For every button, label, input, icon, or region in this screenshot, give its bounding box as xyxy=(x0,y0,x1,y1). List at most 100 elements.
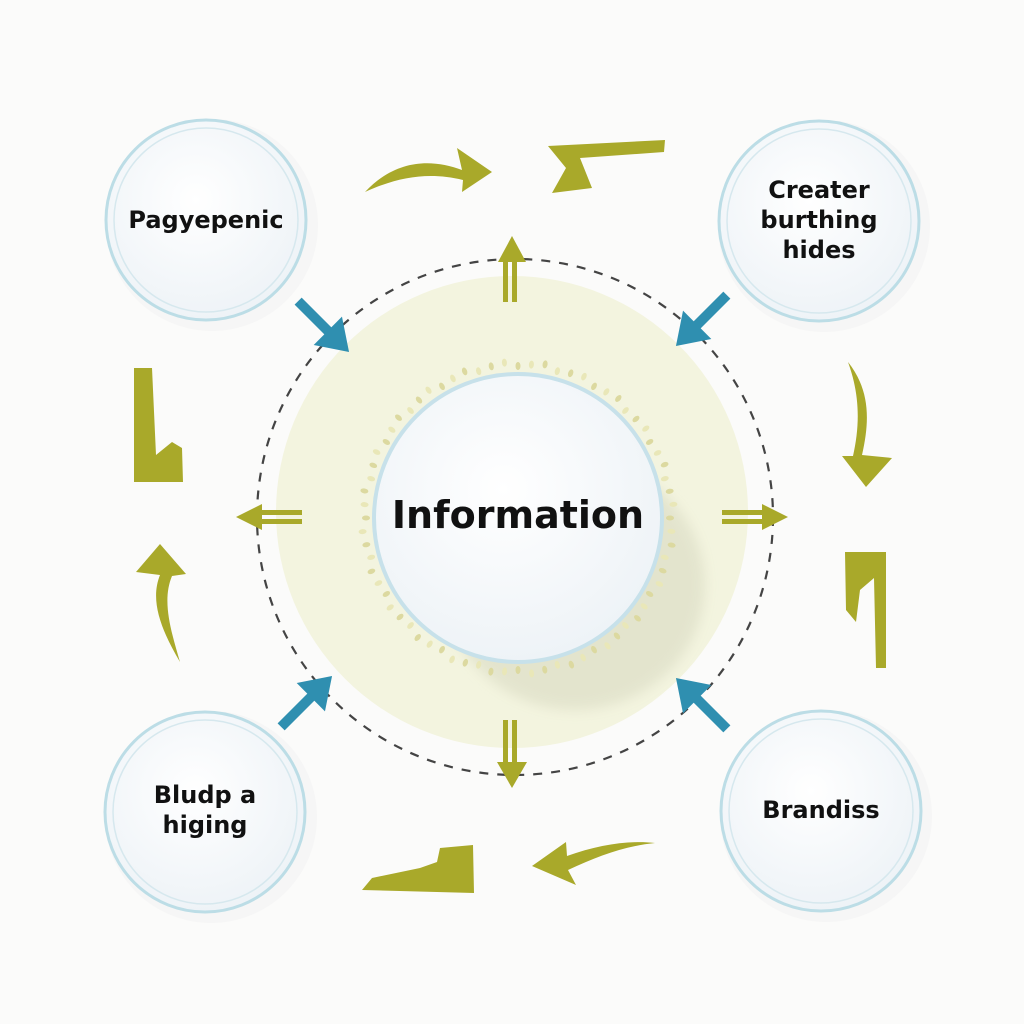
curved-arrow-left-lower xyxy=(136,544,186,662)
frill-dot xyxy=(660,476,669,482)
frill-dot xyxy=(542,360,548,369)
frill-dot xyxy=(439,645,445,654)
frill-dot xyxy=(542,665,548,674)
frill-dot xyxy=(449,655,455,664)
node-line: hides xyxy=(782,236,856,264)
frill-dot xyxy=(425,386,432,394)
node-line: Bludp a xyxy=(153,781,257,809)
frill-dot xyxy=(580,653,586,662)
frill-dot xyxy=(645,591,654,597)
frill-dot xyxy=(568,660,575,669)
frill-dot xyxy=(396,613,404,621)
curved-arrow-left-upper xyxy=(134,368,183,482)
teal-arrow-top-right xyxy=(675,291,731,347)
node-label-top-left: Pagyepenic xyxy=(116,160,296,280)
frill-dot xyxy=(367,568,376,575)
frill-dot xyxy=(622,407,629,414)
frill-dot xyxy=(386,604,394,611)
frill-dot xyxy=(374,580,383,586)
axis-arrow-down xyxy=(497,720,527,788)
teal-arrow-bottom-left xyxy=(277,675,333,731)
node-line: higing xyxy=(162,811,248,839)
axis-arrow-left xyxy=(236,504,302,530)
frill-dot xyxy=(581,372,587,381)
frill-dot xyxy=(360,488,369,494)
node-circle-bottom-right xyxy=(719,709,932,922)
frill-dot xyxy=(603,388,610,396)
frill-dot xyxy=(660,554,669,560)
frill-dot xyxy=(414,634,421,641)
frill-dot xyxy=(666,515,674,521)
curved-arrow-bottom-left xyxy=(362,845,474,893)
frill-dot xyxy=(613,632,621,640)
node-circle-bottom-left xyxy=(103,710,317,923)
frill-dot xyxy=(488,362,494,371)
frill-dot xyxy=(669,501,678,507)
node-circle-top-right xyxy=(717,119,930,332)
frill-dot xyxy=(362,542,371,548)
frill-dot xyxy=(382,591,391,597)
frill-dot xyxy=(407,407,414,414)
frill-dot xyxy=(476,660,482,669)
frill-dot xyxy=(604,642,611,650)
frill-dot xyxy=(658,567,667,574)
frill-dot xyxy=(462,658,469,667)
node-line: Pagyepenic xyxy=(128,206,284,234)
frill-dot xyxy=(369,462,378,469)
frill-dot xyxy=(642,425,650,432)
frill-dot xyxy=(367,476,376,482)
frill-dot xyxy=(461,367,468,376)
frill-dot xyxy=(640,603,648,610)
frill-dot xyxy=(515,362,521,370)
frill-dot xyxy=(395,414,402,421)
axis-arrow-right xyxy=(722,504,788,530)
teal-arrow-bottom-right xyxy=(675,677,731,733)
curved-arrow-top-right xyxy=(548,140,665,193)
node-label-bottom-left: Bludp a higing xyxy=(115,755,295,865)
frill-dot xyxy=(554,660,560,669)
frill-dot xyxy=(665,488,674,494)
center-frill xyxy=(358,358,678,678)
frill-dot xyxy=(501,358,507,367)
curved-arrow-right-upper xyxy=(842,362,892,487)
frill-dot xyxy=(415,396,423,404)
axis-arrow-up xyxy=(498,236,526,302)
node-label-top-right: Creater burthing hides xyxy=(729,155,909,285)
frill-dot xyxy=(615,395,622,402)
frill-dot xyxy=(388,426,396,433)
frill-dot xyxy=(382,439,391,445)
node-line: burthing xyxy=(760,206,878,234)
frill-dot xyxy=(360,502,369,508)
frill-dot xyxy=(667,528,676,534)
frill-dot xyxy=(528,360,534,369)
teal-arrow-top-left xyxy=(294,297,350,353)
frill-dot xyxy=(567,369,574,378)
frill-dot xyxy=(632,415,640,423)
frill-dot xyxy=(362,515,370,521)
frill-dot xyxy=(515,666,521,674)
frill-dot xyxy=(407,622,414,629)
frill-dot xyxy=(502,667,508,676)
frill-dot xyxy=(358,529,367,535)
curved-arrow-right-lower xyxy=(845,552,886,668)
frill-dot xyxy=(667,542,676,548)
frill-dot xyxy=(634,615,641,622)
frill-dot xyxy=(655,581,664,587)
frill-dot xyxy=(591,645,597,654)
node-label-bottom-right: Brandiss xyxy=(731,750,911,870)
frill-dot xyxy=(488,667,494,676)
frill-dot xyxy=(439,382,445,391)
node-circle-top-left xyxy=(104,118,318,331)
curved-arrow-top-left xyxy=(365,148,492,192)
frill-dot xyxy=(622,622,629,629)
frill-dot xyxy=(367,554,376,560)
center-label: Information xyxy=(391,493,645,538)
frill-dot xyxy=(426,640,433,648)
frill-dot xyxy=(529,669,535,678)
center-circle xyxy=(372,372,664,664)
frill-dot xyxy=(554,367,560,376)
frill-dot xyxy=(660,461,669,468)
frill-dot xyxy=(372,449,381,455)
